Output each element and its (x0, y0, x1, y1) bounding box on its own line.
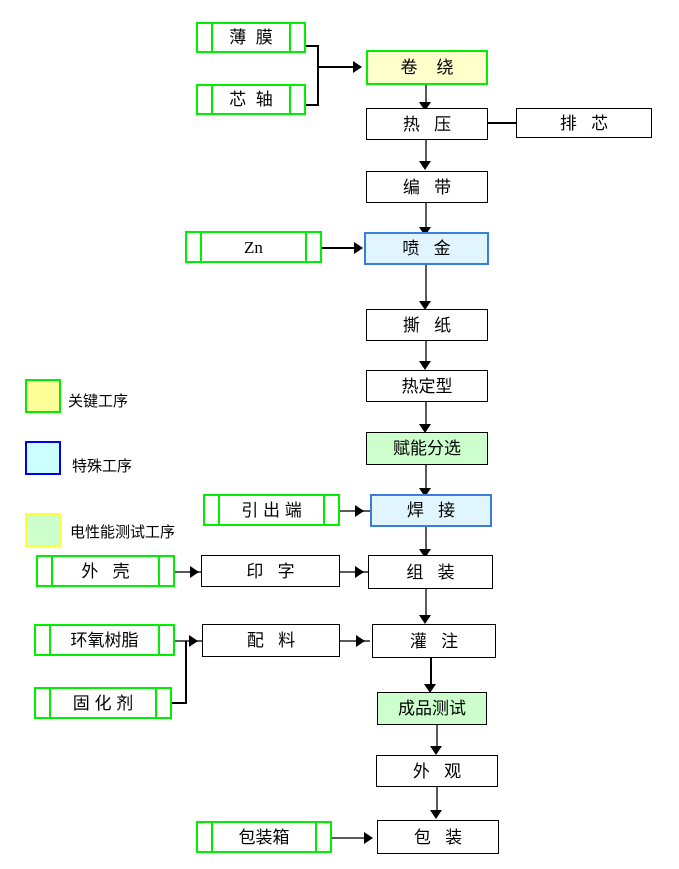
process-label-mixing: 配 料 (246, 631, 296, 650)
arrowhead-bracket-to-winding (353, 61, 362, 73)
process-box-finaltest[interactable]: 成品测试 (377, 692, 487, 725)
process-label-hotpress: 热 压 (402, 114, 452, 134)
legend-label-special-process: 特殊工序 (72, 458, 133, 475)
legend-swatch-etest-process (25, 513, 61, 547)
process-box-potting[interactable]: 灌 注 (372, 624, 496, 658)
connector-curing-vertical (185, 641, 187, 703)
connector-material-bracket-vertical (317, 45, 319, 106)
arrowhead-tearpaper-to-heatset (419, 361, 431, 370)
material-label-lead: 引 出 端 (241, 500, 302, 520)
process-box-metalspray[interactable]: 喷 金 (364, 232, 489, 265)
process-box-coreout[interactable]: 排 芯 (516, 108, 652, 138)
connector-appearance-to-packing (436, 787, 438, 814)
arrowhead-potting-to-finaltest (424, 684, 436, 693)
process-label-sorting: 赋能分选 (393, 439, 461, 458)
connector-welding-to-assembly (425, 527, 427, 553)
arrowhead-welding-to-assembly (419, 549, 431, 558)
legend-label-etest-process: 电性能测试工序 (70, 524, 176, 541)
process-box-sorting[interactable]: 赋能分选 (366, 432, 488, 465)
process-label-packing: 包 装 (413, 827, 463, 847)
arrowhead-appearance-to-packing (430, 810, 442, 819)
arrowhead-assembly-to-potting (419, 615, 431, 624)
connector-metalspray-to-tearpaper (425, 265, 427, 307)
arrowhead-mixing-to-potting (356, 635, 365, 647)
connector-zn-to-metalspray (322, 247, 360, 249)
material-label-carton: 包装箱 (238, 827, 290, 847)
material-label-film: 薄 膜 (229, 28, 273, 47)
process-box-hotpress[interactable]: 热 压 (366, 108, 488, 140)
connector-carton-to-packing (332, 837, 370, 839)
material-label-epoxy: 环氧树脂 (70, 630, 139, 650)
connector-film-to-bracket (305, 45, 319, 47)
connector-sorting-to-welding (425, 465, 427, 493)
legend-swatch-key-process (25, 379, 61, 413)
connector-epoxy-to-mixing (175, 640, 202, 642)
process-label-tearpaper: 撕 纸 (402, 315, 452, 335)
connector-winding-to-hotpress (425, 85, 427, 105)
material-box-lead[interactable]: 引 出 端 (203, 494, 340, 526)
material-box-epoxy[interactable]: 环氧树脂 (34, 624, 175, 656)
material-label-shell: 外 壳 (81, 561, 130, 581)
process-box-appearance[interactable]: 外 观 (376, 755, 498, 787)
material-box-curing[interactable]: 固 化 剂 (34, 687, 172, 719)
process-label-winding: 卷 绕 (400, 58, 454, 77)
process-label-welding: 焊 接 (406, 501, 456, 520)
process-box-printing[interactable]: 印 字 (201, 555, 340, 587)
process-label-metalspray: 喷 金 (402, 239, 451, 258)
connector-mandrel-to-bracket (305, 104, 319, 106)
material-box-film[interactable]: 薄 膜 (196, 22, 306, 53)
connector-potting-to-finaltest (430, 658, 432, 689)
process-box-packing[interactable]: 包 装 (377, 820, 499, 854)
arrowhead-printing-to-assembly (355, 566, 364, 578)
arrowhead-sorting-to-welding (419, 488, 431, 497)
connector-taping-to-metalspray (425, 203, 427, 232)
material-box-shell[interactable]: 外 壳 (36, 555, 175, 587)
material-box-mandrel[interactable]: 芯 轴 (196, 84, 306, 115)
arrowhead-winding-to-hotpress (419, 102, 431, 111)
process-label-appearance: 外 观 (412, 761, 462, 781)
arrowhead-carton-to-packing (364, 832, 373, 844)
process-box-mixing[interactable]: 配 料 (202, 624, 340, 657)
legend-swatch-special-process (25, 441, 61, 475)
arrowhead-shell-to-printing (190, 566, 199, 578)
material-box-zn[interactable]: Zn (185, 231, 322, 263)
process-box-taping[interactable]: 编 带 (366, 171, 488, 203)
process-label-printing: 印 字 (246, 561, 295, 581)
process-label-finaltest: 成品测试 (398, 699, 466, 718)
process-label-taping: 编 带 (402, 177, 452, 197)
material-label-zn: Zn (244, 237, 263, 257)
arrowhead-taping-to-metalspray (419, 227, 431, 236)
connector-hotpress-to-taping (425, 140, 427, 165)
arrowhead-metalspray-to-tearpaper (419, 301, 431, 310)
arrowhead-heatset-to-sorting (419, 424, 431, 433)
connector-shell-to-printing (175, 571, 201, 573)
connector-heatset-to-sorting (425, 402, 427, 429)
connector-curing-to-vertical (172, 702, 187, 704)
arrowhead-zn-to-metalspray (354, 242, 363, 254)
process-box-heatset[interactable]: 热定型 (366, 370, 488, 402)
process-box-tearpaper[interactable]: 撕 纸 (366, 309, 488, 341)
connector-tearpaper-to-heatset (425, 341, 427, 365)
arrowhead-epoxy-to-mixing (189, 635, 198, 647)
process-label-coreout: 排 芯 (559, 113, 609, 133)
connector-mixing-to-potting (340, 640, 370, 642)
material-box-carton[interactable]: 包装箱 (196, 821, 332, 853)
legend-label-key-process: 关键工序 (68, 393, 129, 410)
material-label-curing: 固 化 剂 (72, 693, 134, 713)
connector-printing-to-assembly (340, 571, 368, 573)
arrowhead-lead-to-welding (355, 505, 364, 517)
process-box-assembly[interactable]: 组 装 (368, 555, 493, 589)
connector-bracket-to-winding (317, 66, 359, 68)
arrowhead-hotpress-to-taping (419, 161, 431, 170)
process-label-heatset: 热定型 (401, 376, 453, 396)
material-label-mandrel: 芯 轴 (229, 90, 273, 109)
process-box-winding[interactable]: 卷 绕 (366, 50, 488, 85)
process-box-welding[interactable]: 焊 接 (370, 494, 492, 527)
connector-finaltest-to-appearance (436, 725, 438, 750)
process-label-assembly: 组 装 (406, 562, 455, 582)
arrowhead-finaltest-to-appearance (430, 746, 442, 755)
connector-assembly-to-potting (425, 589, 427, 619)
process-label-potting: 灌 注 (409, 631, 459, 651)
